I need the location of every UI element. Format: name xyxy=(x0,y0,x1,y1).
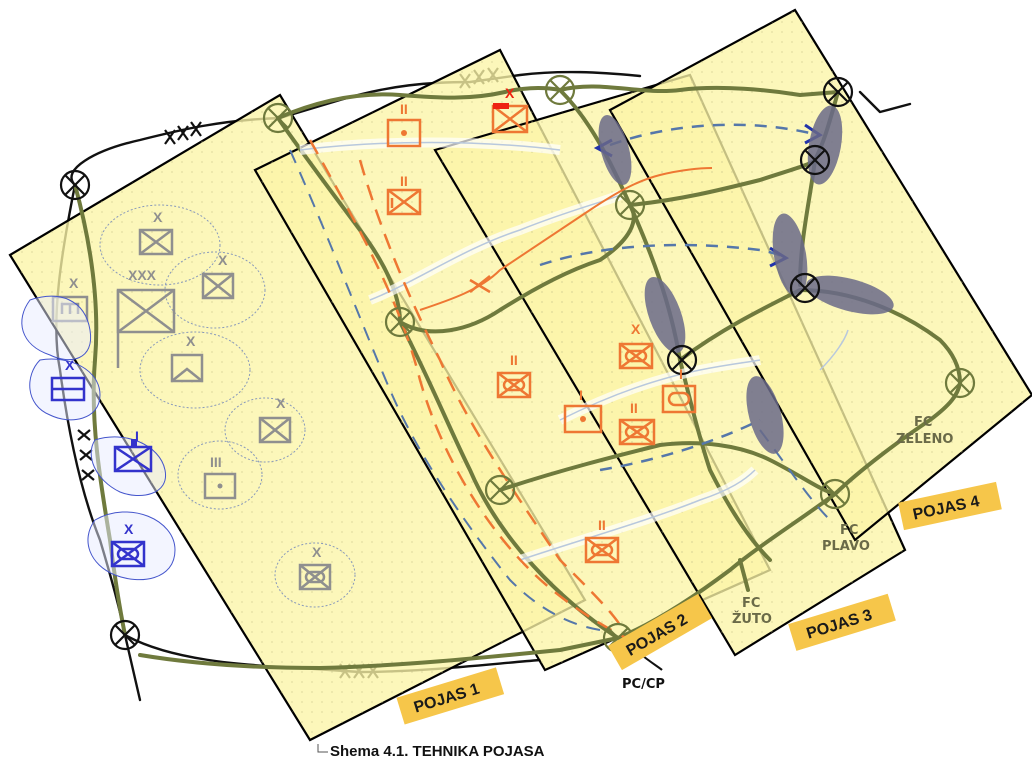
friendly-units: X I X xyxy=(21,295,176,581)
svg-text:XXX: XXX xyxy=(128,267,157,283)
unit-gray-regiment-artillery: III xyxy=(203,454,237,500)
svg-text:PC/CP: PC/CP xyxy=(622,677,665,692)
unit-gray-brigade-mountain: X xyxy=(170,333,204,383)
caption: Shema 4.1. TEHNIKA POJASA xyxy=(317,743,545,760)
svg-text:FC: FC xyxy=(742,596,760,611)
svg-text:FC: FC xyxy=(840,523,858,538)
unit-gray-brigade-2: X xyxy=(201,252,235,300)
svg-text:FC: FC xyxy=(914,415,932,430)
enemy-defense-arc-outer xyxy=(308,139,631,642)
crossing-marker xyxy=(384,306,416,338)
unit-orange-company-artillery: I xyxy=(563,387,603,434)
svg-text:III: III xyxy=(210,454,222,470)
enemy-defense-arc-inner xyxy=(358,159,622,626)
crossing-marker xyxy=(819,478,851,510)
svg-text:I: I xyxy=(135,428,139,444)
svg-text:X: X xyxy=(312,544,322,560)
unit-blue-brigade-armor: X xyxy=(50,357,86,402)
svg-text:II: II xyxy=(630,400,638,416)
phase-line-zuto: FC ŽUTO xyxy=(732,596,772,627)
unit-blue-brigade-armored-infantry: X xyxy=(110,521,146,568)
crossing-marker xyxy=(484,474,516,506)
wire-obstacle-left xyxy=(77,429,95,481)
unit-gray-brigade-armor: X xyxy=(298,544,332,591)
phase-line-plavo: FC PLAVO xyxy=(822,523,870,554)
crossing-marker xyxy=(944,367,976,399)
svg-text:I: I xyxy=(679,366,683,382)
svg-text:X: X xyxy=(124,521,134,537)
unit-orange-battalion-1: II xyxy=(386,173,422,216)
svg-text:II: II xyxy=(400,101,408,117)
svg-text:X: X xyxy=(186,333,196,349)
crossing-marker xyxy=(109,619,141,651)
svg-text:X: X xyxy=(153,209,163,225)
svg-text:ZELENO: ZELENO xyxy=(896,432,953,447)
unit-red-brigade: X xyxy=(491,85,529,134)
unit-gray-brigade-3: X xyxy=(258,395,292,444)
crossing-markers xyxy=(59,74,976,654)
crossing-marker xyxy=(799,144,831,176)
unit-orange-company-armor: I xyxy=(661,366,697,414)
svg-text:II: II xyxy=(598,517,606,533)
unit-orange-battalion-artillery: II xyxy=(386,101,422,148)
svg-text:X: X xyxy=(631,321,641,337)
svg-text:X: X xyxy=(276,395,286,411)
crossing-marker xyxy=(59,169,91,201)
friendly-defense-arcs xyxy=(289,149,831,631)
wire-obstacle-top-left xyxy=(164,121,202,145)
unit-orange-battalion-4: II xyxy=(584,517,620,564)
unit-orange-brigade: X xyxy=(618,321,654,370)
phase-line-zeleno: FC ZELENO xyxy=(896,415,953,447)
neutral-units: X X XXX X X X III X xyxy=(51,204,356,608)
svg-text:X: X xyxy=(505,85,515,101)
enemy-units: II II X II I X I II xyxy=(386,85,697,564)
svg-text:X: X xyxy=(69,275,79,291)
svg-text:II: II xyxy=(510,352,518,368)
crossing-marker xyxy=(262,102,294,134)
svg-text:Shema 4.1. TEHNIKA POJASA: Shema 4.1. TEHNIKA POJASA xyxy=(330,743,545,760)
svg-text:I: I xyxy=(579,387,583,403)
crossing-marker xyxy=(614,189,646,221)
unit-gray-brigade-1: X xyxy=(138,209,174,256)
crossing-marker xyxy=(789,272,821,304)
svg-text:ŽUTO: ŽUTO xyxy=(732,611,772,627)
unit-orange-battalion-3: II xyxy=(618,400,656,446)
svg-text:II: II xyxy=(400,173,408,189)
enemy-defense-arcs xyxy=(308,139,631,642)
unit-blue-company: I xyxy=(113,428,153,473)
svg-text:PLAVO: PLAVO xyxy=(822,539,870,554)
svg-text:X: X xyxy=(218,252,228,268)
unit-gray-corps-hq: XXX xyxy=(116,267,176,368)
unit-orange-battalion-2: II xyxy=(496,352,532,399)
enemy-movement-line xyxy=(419,167,713,311)
crossing-marker xyxy=(544,74,576,106)
crossing-marker xyxy=(666,344,698,376)
svg-text:X: X xyxy=(65,357,75,373)
crossing-marker xyxy=(822,76,854,108)
